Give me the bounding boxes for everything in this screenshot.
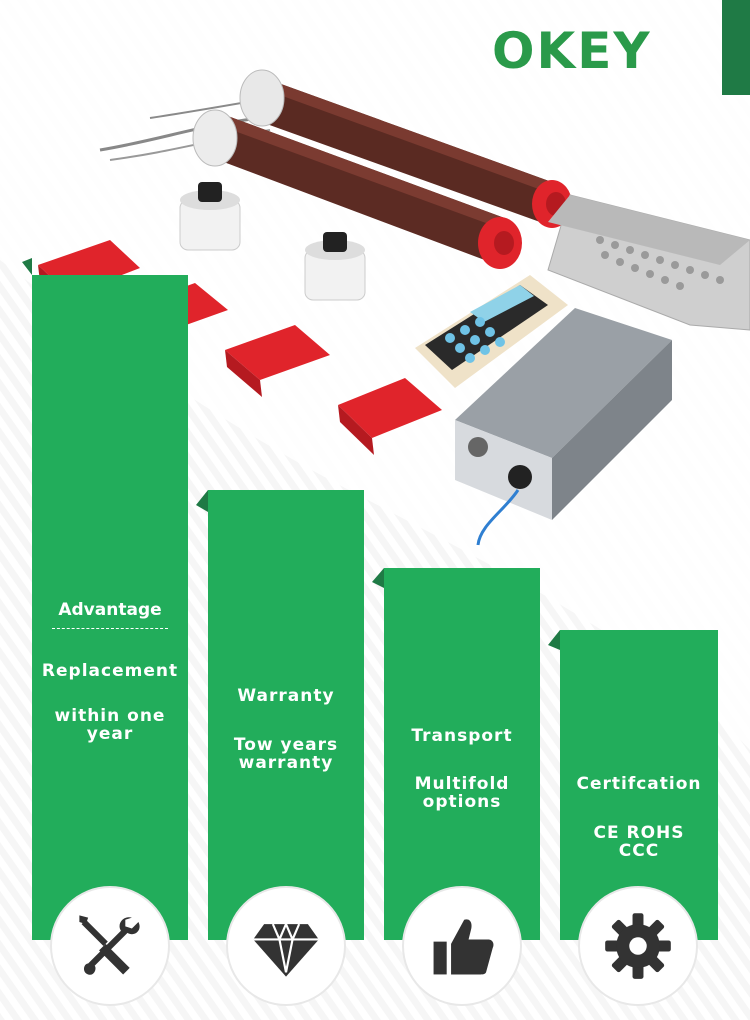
diamond-icon bbox=[253, 921, 319, 977]
advantage-divider bbox=[52, 628, 168, 629]
gear-icon bbox=[605, 913, 671, 979]
diamond-badge bbox=[228, 888, 344, 1004]
remote-control bbox=[415, 275, 568, 388]
warranty-detail: Tow years warranty bbox=[233, 735, 339, 773]
tube-motor-1 bbox=[239, 69, 572, 228]
advantage-title: Advantage bbox=[58, 600, 162, 620]
warranty-title: Warranty bbox=[237, 686, 335, 706]
certification-detail: CE ROHS CCC bbox=[593, 823, 685, 861]
tube-motor-2 bbox=[192, 109, 522, 269]
rotary-switch-2 bbox=[304, 232, 366, 301]
mounting-bracket-4 bbox=[338, 378, 442, 455]
tools-badge bbox=[52, 888, 168, 1004]
replacement-title: Replacement bbox=[41, 661, 179, 681]
tools-icon bbox=[79, 915, 140, 975]
power-supply bbox=[547, 194, 750, 331]
replacement-detail: within one year bbox=[54, 706, 166, 744]
gear-badge bbox=[580, 888, 696, 1004]
corner-tab bbox=[722, 0, 750, 95]
column-warranty bbox=[208, 490, 364, 940]
mounting-bracket-3 bbox=[225, 325, 330, 397]
thumbs-up-badge bbox=[404, 888, 520, 1004]
controller-box bbox=[455, 308, 672, 546]
column-replacement bbox=[32, 275, 188, 940]
transport-title: Transport bbox=[411, 726, 513, 746]
column-transport bbox=[384, 568, 540, 940]
thumbs-up-icon bbox=[433, 919, 494, 975]
product-illustration bbox=[38, 69, 750, 546]
certification-title: Certifcation bbox=[576, 774, 702, 794]
brand-logo: OKEY bbox=[492, 22, 652, 80]
transport-detail: Multifold options bbox=[414, 774, 510, 812]
rotary-switch-1 bbox=[179, 182, 241, 251]
